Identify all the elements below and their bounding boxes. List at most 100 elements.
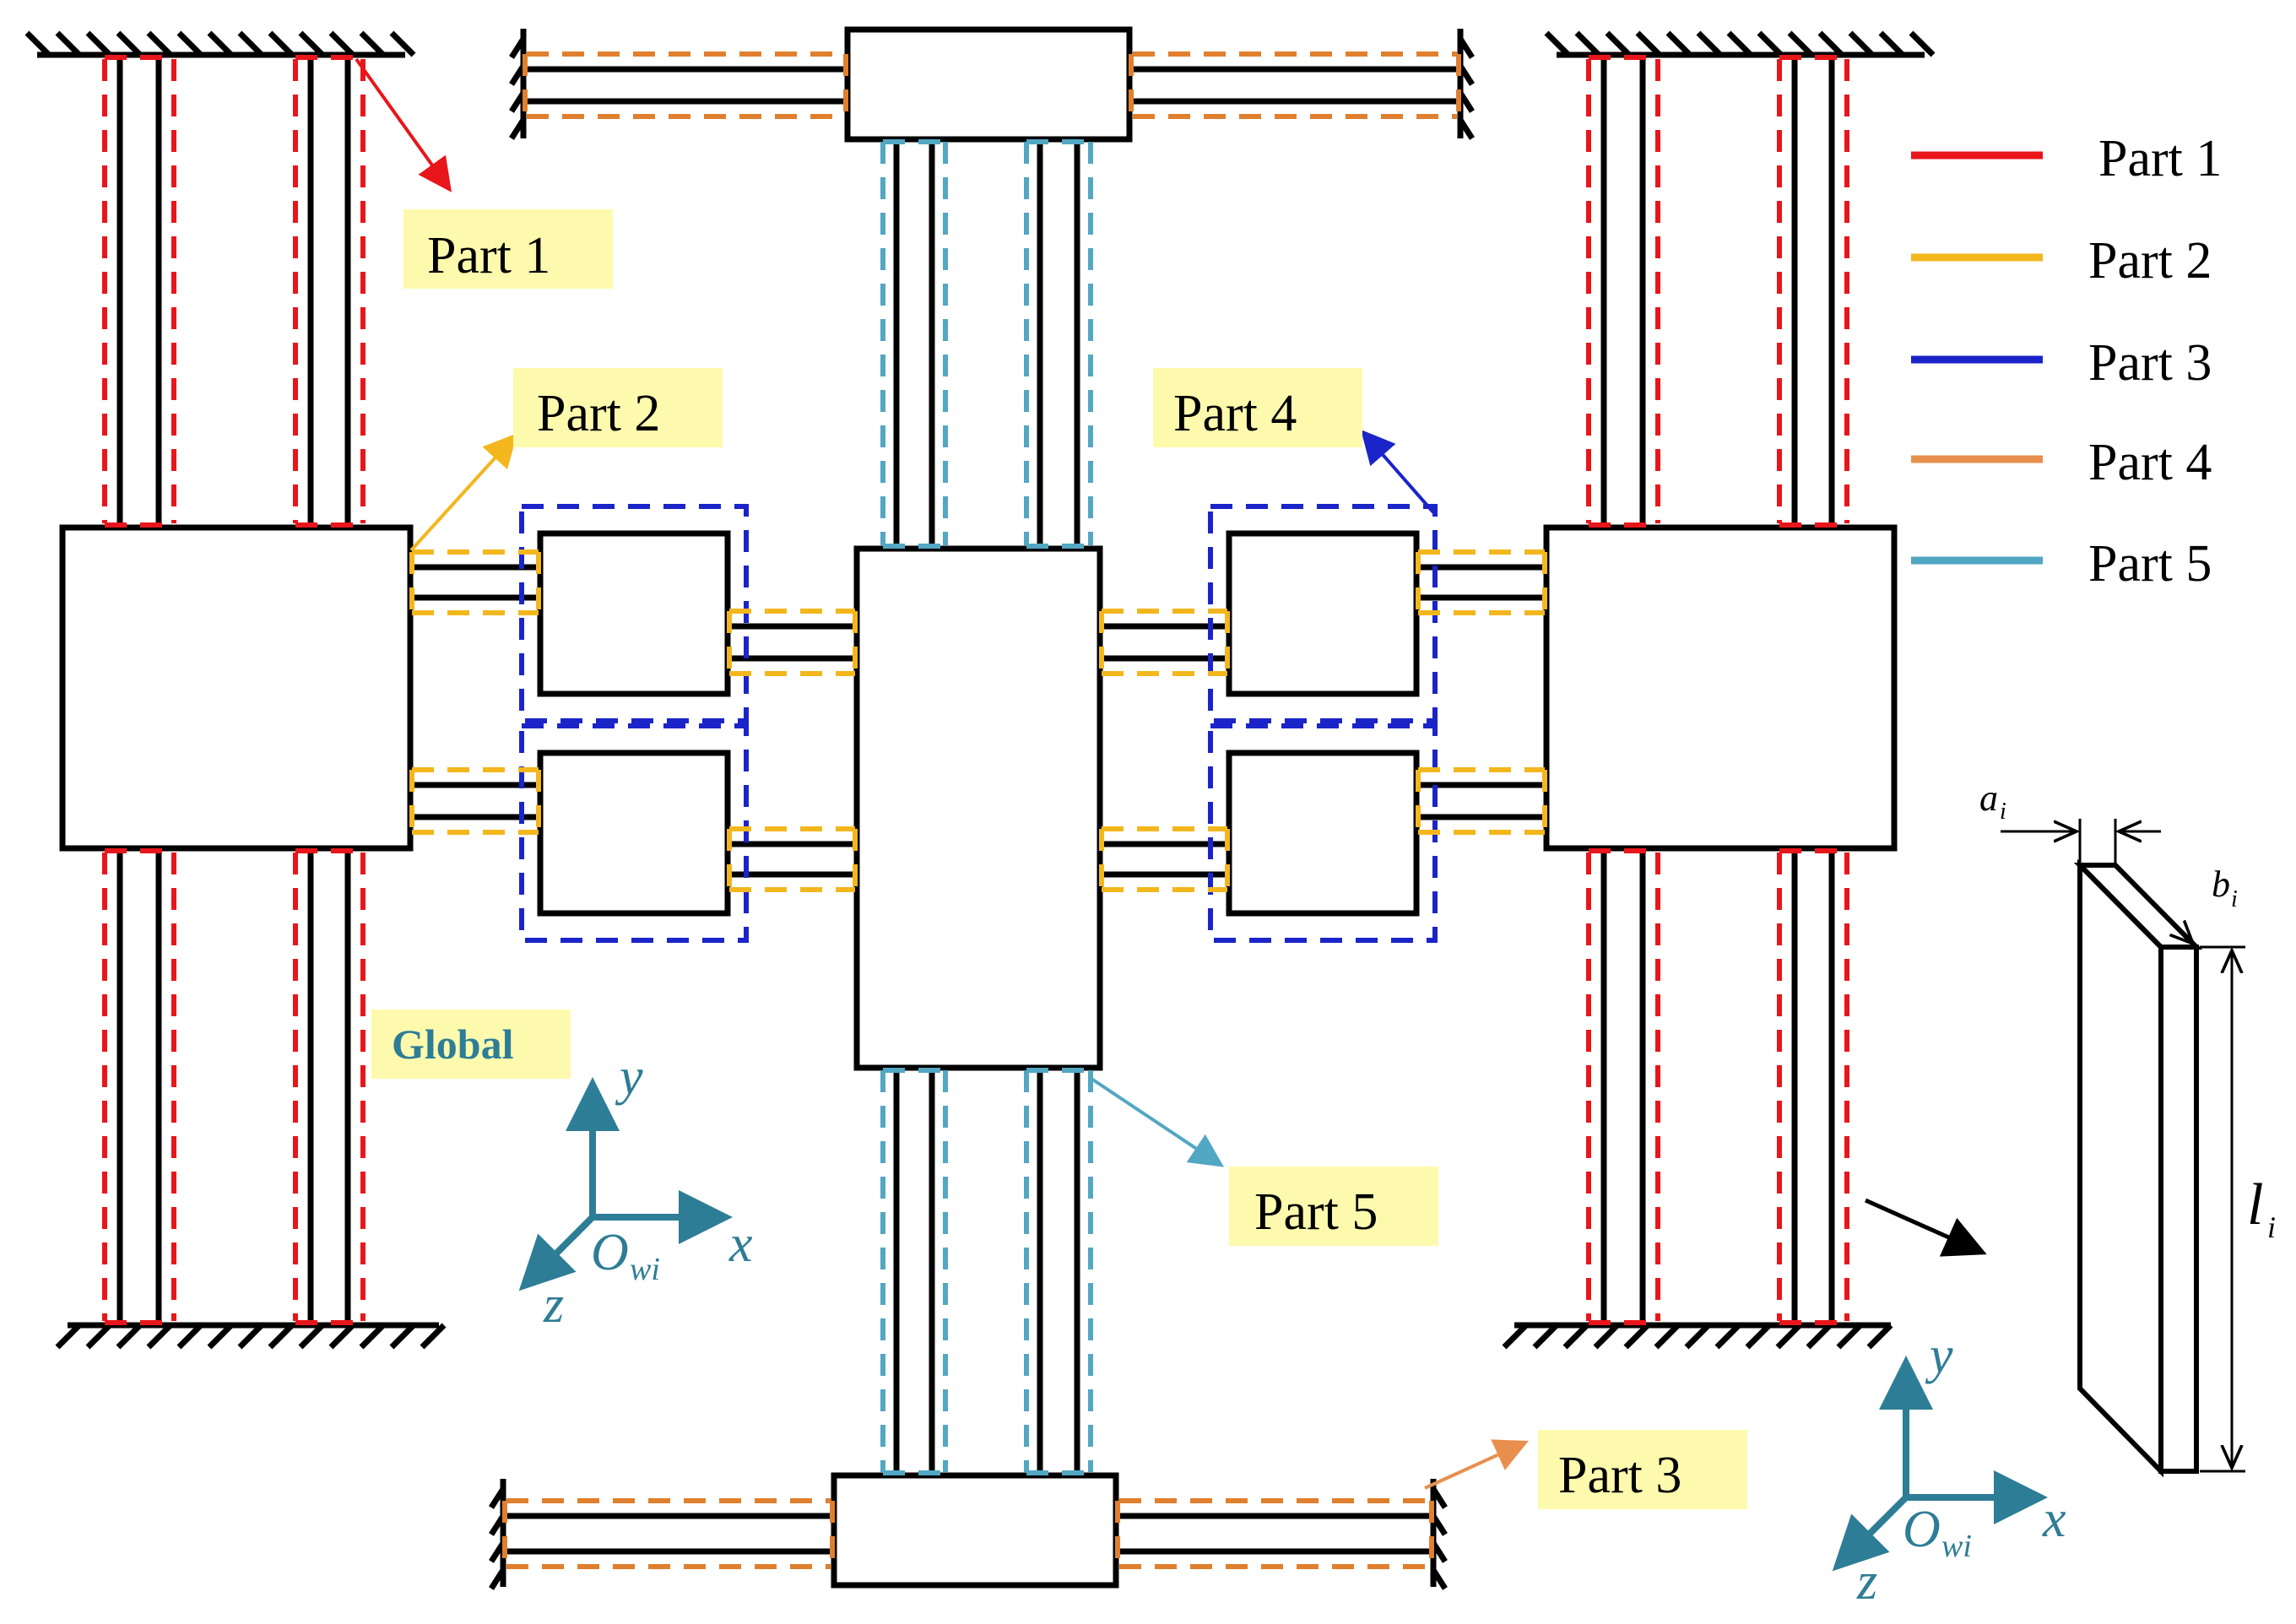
- callout-part5-text: Part 5: [1254, 1183, 1378, 1241]
- beam-side-face: [2158, 945, 2199, 1474]
- local-x-label: x: [2042, 1491, 2066, 1548]
- dim-a-sub: i: [2000, 798, 2006, 825]
- part2-arrow: [409, 433, 518, 552]
- ground-bottom-right-hatch: [1623, 1323, 1650, 1350]
- ground-bottom-right-hatch: [1684, 1323, 1711, 1350]
- part1-arrow: [355, 57, 452, 192]
- part-outlines: [102, 51, 1849, 1569]
- ground-bottom-left: [55, 1322, 447, 1350]
- ground-bottom-center-right-hatch: [1431, 1487, 1448, 1509]
- local-origin-sub: wi: [1941, 1529, 1972, 1564]
- ground-top-left-hatch: [24, 30, 51, 57]
- ground-top-right-hatch: [1665, 30, 1692, 57]
- top-center-block: [844, 26, 1133, 143]
- ground-top-right-hatch: [1757, 30, 1784, 57]
- left-upper-inner-block-part3-dash: [519, 504, 749, 723]
- ground-top-right-hatch: [1696, 30, 1723, 57]
- ground-bottom-right-hatch: [1714, 1323, 1741, 1350]
- legend-label-part5: Part 5: [2088, 535, 2212, 593]
- ground-top-left-hatch: [268, 30, 295, 57]
- ground-top-left-hatch: [176, 30, 203, 57]
- ground-bottom-left-hatch: [85, 1323, 112, 1350]
- callout-part2-text: Part 2: [537, 385, 660, 442]
- ground-top-left-hatch: [328, 30, 355, 57]
- callout-global-text: Global: [392, 1020, 514, 1068]
- global-origin-sub: wi: [630, 1252, 660, 1287]
- local-z-axis: [1832, 1495, 1909, 1572]
- right-lower-inner-block-part3-dash: [1208, 723, 1438, 943]
- ground-top-center-left-hatch: [509, 118, 526, 140]
- right-upper-inner-block-part3-dash: [1208, 504, 1438, 723]
- global-axes-labels: y x z O wi: [543, 1048, 753, 1334]
- ground-bottom-left-hatch: [389, 1323, 416, 1350]
- ground-bottom-right-hatch: [1806, 1323, 1833, 1350]
- ground-bottom-center-right-hatch: [1431, 1514, 1448, 1536]
- ground-top-center-right-hatch: [1458, 118, 1475, 140]
- ground-bottom-left-hatch: [55, 1323, 82, 1350]
- ground-top-right-hatch: [1787, 30, 1814, 57]
- local-axes-labels: y x z O wi: [1856, 1327, 2066, 1610]
- callout-part4-text: Part 4: [1173, 385, 1297, 442]
- ground-bottom-left-hatch: [237, 1323, 264, 1350]
- ground-bottom-center-left-hatch: [489, 1487, 506, 1509]
- ground-top-center-right: [1457, 29, 1475, 140]
- left-stage-block: [59, 524, 414, 852]
- global-z-axis: [518, 1215, 595, 1291]
- local-origin-label: O: [1903, 1501, 1941, 1558]
- mechanism-frame: [59, 26, 1898, 1589]
- beam-dimension-labels: a i b i l i: [1979, 777, 2276, 1244]
- ground-top-left: [24, 30, 416, 58]
- ground-top-center-right-hatch: [1458, 91, 1475, 113]
- beam-dimensions: [2001, 819, 2245, 1473]
- callout-part1-text: Part 1: [427, 227, 550, 284]
- ground-bottom-left-hatch: [359, 1323, 386, 1350]
- callout-arrows: [355, 57, 1987, 1490]
- ground-top-right-hatch: [1878, 30, 1905, 57]
- ground-bottom-right-hatch: [1866, 1323, 1893, 1350]
- ground-bottom-center-left-hatch: [489, 1568, 506, 1590]
- ground-top-right-hatch: [1726, 30, 1753, 57]
- ground-bottom-left-hatch: [116, 1323, 143, 1350]
- ground-top-center-left-hatch: [509, 64, 526, 86]
- ground-bottom-left-hatch: [298, 1323, 325, 1350]
- right-stage-block: [1543, 524, 1898, 852]
- ground-top-center-left-hatch: [509, 37, 526, 59]
- ground-top-right-hatch: [1544, 30, 1571, 57]
- ground-top-center-right-hatch: [1458, 64, 1475, 86]
- legend-label-part3: Part 3: [2088, 334, 2212, 392]
- ground-top-right-hatch: [1817, 30, 1844, 57]
- ground-top-right-hatch: [1909, 30, 1936, 57]
- beam-front-face: [2077, 858, 2163, 1478]
- global-x-label: x: [728, 1215, 753, 1273]
- center-stage-block: [853, 545, 1103, 1071]
- dim-b-label: b: [2212, 863, 2230, 905]
- callout-part3-text: Part 3: [1558, 1447, 1681, 1504]
- ground-top-right-hatch: [1848, 30, 1875, 57]
- dim-l-label: l: [2247, 1172, 2263, 1237]
- ground-top-left-hatch: [298, 30, 325, 57]
- callout-part3: Part 3: [1538, 1430, 1747, 1509]
- left-lower-inner-block: [537, 750, 731, 917]
- callout-part5: Part 5: [1229, 1167, 1438, 1246]
- ground-top-left-hatch: [55, 30, 82, 57]
- right-upper-inner-block: [1226, 530, 1420, 697]
- ground-bottom-left-hatch: [328, 1323, 355, 1350]
- ground-bottom-right-hatch: [1532, 1323, 1559, 1350]
- ground-top-left-hatch: [146, 30, 173, 57]
- ground-bottom-center-right-hatch: [1431, 1541, 1448, 1563]
- ground-top-left-hatch: [116, 30, 143, 57]
- part3-arrow: [1424, 1439, 1529, 1490]
- ground-top-right-hatch: [1605, 30, 1632, 57]
- left-upper-inner-block: [537, 530, 731, 697]
- callout-labels: Part 1 Part 2 Part 4 Part 5 Part 3 Globa…: [371, 209, 1747, 1509]
- ground-bottom-right-hatch: [1654, 1323, 1681, 1350]
- part4-arrow: [1361, 429, 1435, 514]
- legend-label-part4: Part 4: [2088, 434, 2212, 491]
- ground-bottom-right-hatch: [1562, 1323, 1589, 1350]
- dim-a-label: a: [1979, 777, 1998, 819]
- ground-bottom-right-hatch: [1745, 1323, 1772, 1350]
- ground-bottom-center-left-hatch: [489, 1514, 506, 1536]
- ground-bottom-center-right-hatch: [1431, 1568, 1448, 1590]
- dim-l-sub: i: [2267, 1210, 2276, 1244]
